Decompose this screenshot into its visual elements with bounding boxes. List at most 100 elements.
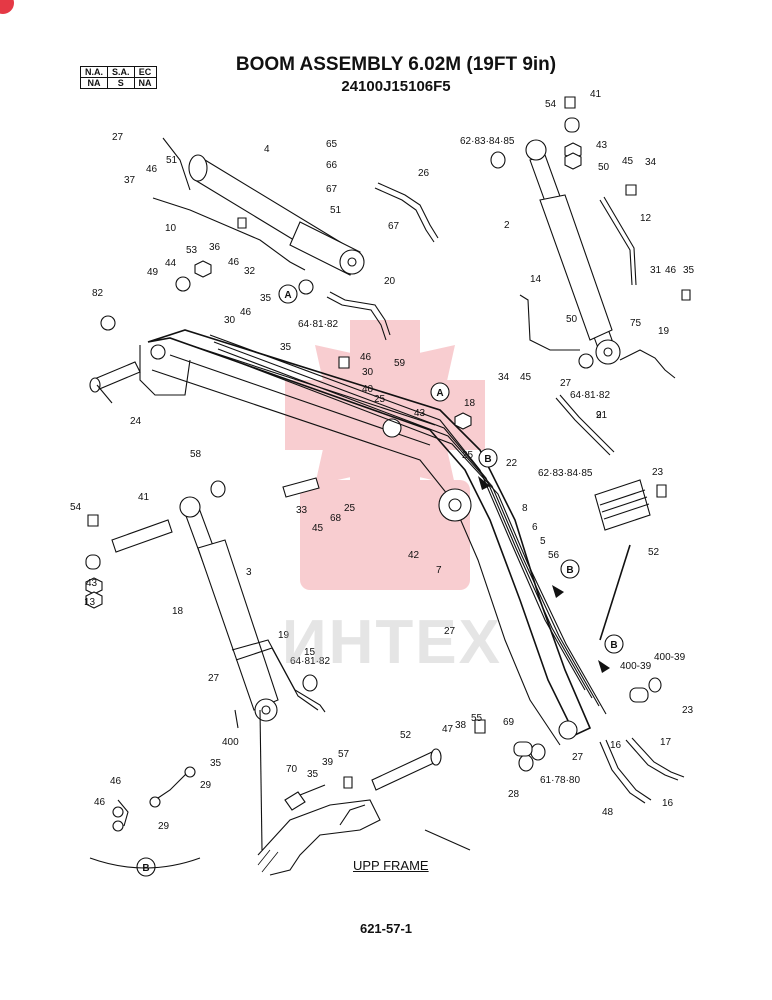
region-value-na: NA xyxy=(80,77,108,89)
callout-number: 59 xyxy=(394,358,406,369)
diagram-title: BOOM ASSEMBLY 6.02M (19FT 9in) xyxy=(235,54,557,75)
callout-number: 6 xyxy=(532,522,538,533)
callout-number: 45 xyxy=(520,372,532,383)
callout-number: 26 xyxy=(418,168,430,179)
callout-number: 57 xyxy=(338,749,350,760)
callout-number: 41 xyxy=(138,492,150,503)
callout-number: 400-39 xyxy=(654,652,686,663)
callout-number: 35 xyxy=(683,265,695,276)
callout-number: 9 xyxy=(596,410,602,421)
callout-number: 46 xyxy=(240,307,252,318)
callout-number: 13 xyxy=(84,597,96,608)
pins-and-hardware xyxy=(85,96,691,877)
reference-letter-circle: B xyxy=(484,454,491,465)
callout-number: 32 xyxy=(244,266,256,277)
callout-number: 62·83·84·85 xyxy=(460,136,515,147)
callout-number: 18 xyxy=(172,606,184,617)
callout-number: 47 xyxy=(442,724,454,735)
callout-number: 41 xyxy=(590,89,602,100)
callout-number: 10 xyxy=(165,223,177,234)
reference-letter-circle: B xyxy=(610,640,617,651)
callout-number: 53 xyxy=(186,245,198,256)
callout-number: 5 xyxy=(540,536,546,547)
callout-number: 75 xyxy=(630,318,642,329)
callout-number: 8 xyxy=(522,503,528,514)
callout-number: 37 xyxy=(124,175,136,186)
boom-body xyxy=(139,329,607,746)
callout-number: 19 xyxy=(278,630,290,641)
callout-number: 45 xyxy=(312,523,324,534)
callout-number: 52 xyxy=(400,730,412,741)
callout-number: 82 xyxy=(92,288,104,299)
callout-number: 31 xyxy=(650,265,662,276)
corner-badge xyxy=(0,0,14,14)
callout-number: 54 xyxy=(545,99,557,110)
callout-number: 68 xyxy=(330,513,342,524)
callout-number: 44 xyxy=(165,258,177,269)
callout-number: 16 xyxy=(610,740,622,751)
callout-number: 30 xyxy=(224,315,236,326)
callout-number: 46 xyxy=(665,265,677,276)
callout-number: 29 xyxy=(158,821,170,832)
callout-number: 23 xyxy=(682,705,694,716)
callout-number: 27 xyxy=(208,673,220,684)
callout-number: 35 xyxy=(307,769,319,780)
callout-number: 28 xyxy=(508,789,520,800)
callout-number: 23 xyxy=(652,467,664,478)
callout-number: 67 xyxy=(388,221,400,232)
callout-number: 46 xyxy=(146,164,158,175)
callout-number: 70 xyxy=(286,764,298,775)
callout-number: 43 xyxy=(414,408,426,419)
callout-number: 69 xyxy=(503,717,515,728)
callout-number: 25 xyxy=(462,450,474,461)
callout-number: 35 xyxy=(210,758,222,769)
callout-number: 22 xyxy=(506,458,518,469)
callout-number: 46 xyxy=(228,257,240,268)
callout-number: 15 xyxy=(304,647,316,658)
callout-number: 66 xyxy=(326,160,338,171)
callout-number: 35 xyxy=(280,342,292,353)
callout-number: 25 xyxy=(344,503,356,514)
callout-number: 400 xyxy=(222,737,239,748)
region-value-ec: NA xyxy=(133,77,157,89)
callout-number: 54 xyxy=(70,502,82,513)
callout-number: 64·81·82 xyxy=(290,656,330,667)
callout-number: 52 xyxy=(648,547,660,558)
callout-number: 19 xyxy=(658,326,670,337)
reference-letter-circle: B xyxy=(142,863,149,874)
arm-cylinder-4 xyxy=(188,154,365,276)
callout-number: 39 xyxy=(322,757,334,768)
callout-number: 3 xyxy=(246,567,252,578)
region-availability-table: N.A. S.A. EC NA S NA xyxy=(80,66,157,89)
callout-number: 65 xyxy=(326,139,338,150)
page-code: 621-57-1 xyxy=(359,921,413,936)
callout-number: 51 xyxy=(166,155,178,166)
callout-number: 27 xyxy=(112,132,124,143)
callout-number: 36 xyxy=(209,242,221,253)
callout-number: 12 xyxy=(640,213,652,224)
callout-number: 21 xyxy=(596,410,608,421)
callout-number: 34 xyxy=(645,157,657,168)
callout-number: 29 xyxy=(200,780,212,791)
callout-number: 50 xyxy=(566,314,578,325)
callout-number: 16 xyxy=(662,798,674,809)
callout-number: 4 xyxy=(264,144,270,155)
diagram-part-number: 24100J15106F5 xyxy=(341,78,451,95)
boom-cylinder-3 xyxy=(179,496,326,722)
callout-number: 40 xyxy=(362,384,374,395)
callout-number: 49 xyxy=(147,267,159,278)
callout-number: 14 xyxy=(530,274,542,285)
callout-number: 58 xyxy=(190,449,202,460)
boom-cylinder-2 xyxy=(525,139,621,365)
callout-number: 67 xyxy=(326,184,338,195)
callout-number: 30 xyxy=(362,367,374,378)
callout-number: 7 xyxy=(436,565,442,576)
callout-number: 61·78·80 xyxy=(540,775,580,786)
callout-number: 33 xyxy=(296,505,308,516)
callout-number: 46 xyxy=(94,797,106,808)
callout-number: 56 xyxy=(548,550,560,561)
callout-number: 64·81·82 xyxy=(298,319,338,330)
callout-number: 46 xyxy=(360,352,372,363)
